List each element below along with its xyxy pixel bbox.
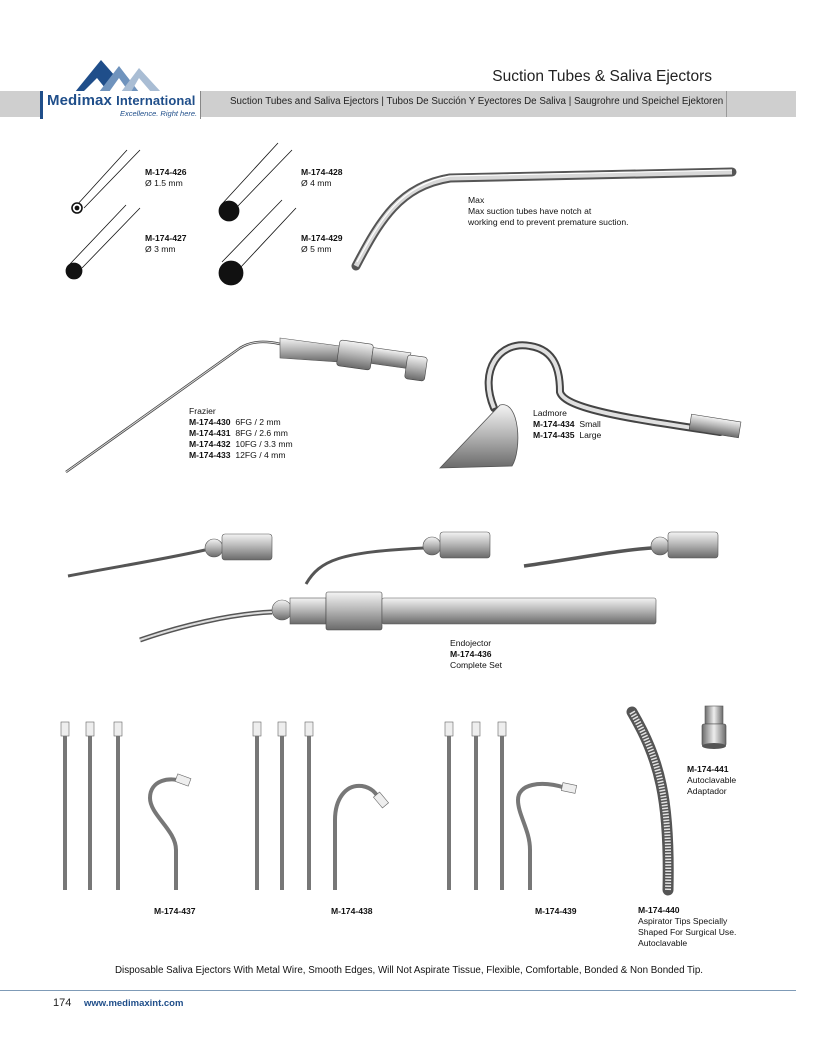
adaptor-label: M-174-441 Autoclavable Adaptador xyxy=(687,764,737,796)
brand-tagline: Excellence. Right here. xyxy=(120,109,198,118)
suction-tip-small-1 xyxy=(67,533,273,578)
endojector-label: Endojector M-174-436 Complete Set xyxy=(450,638,503,670)
medimax-logo-icon xyxy=(75,60,161,92)
ejector-code-438: M-174-438 xyxy=(331,906,373,916)
max-label: Max Max suction tubes have notch at work… xyxy=(468,195,629,227)
ejector-set-439 xyxy=(444,721,578,890)
tip-label-427: M-174-427 Ø 3 mm xyxy=(145,233,187,254)
suction-tip-small-3 xyxy=(523,531,719,568)
frazier-label: Frazier M-174-430 6FG / 2 mm M-174-431 8… xyxy=(189,406,293,460)
ejector-code-439: M-174-439 xyxy=(535,906,577,916)
ejector-code-437: M-174-437 xyxy=(154,906,196,916)
brand-name: Medimax International xyxy=(47,92,195,109)
tip-label-428: M-174-428 Ø 4 mm xyxy=(301,167,343,188)
page-caption: Disposable Saliva Ejectors With Metal Wi… xyxy=(114,965,704,976)
tip-diagram-428 xyxy=(218,142,293,222)
suction-tip-small-2 xyxy=(304,531,491,585)
tip-diagram-427 xyxy=(65,204,141,280)
frazier-suction-tube xyxy=(65,337,428,474)
brand-accent xyxy=(40,91,43,119)
tip-diagram-426 xyxy=(71,149,141,214)
brand-suffix: International xyxy=(116,93,196,108)
header-subtitle: Suction Tubes and Saliva Ejectors | Tubo… xyxy=(230,96,724,107)
brand-main: Medimax xyxy=(47,92,112,109)
endojector-handle xyxy=(139,591,657,643)
page-title: Suction Tubes & Saliva Ejectors xyxy=(492,68,712,85)
band-divider xyxy=(726,91,727,117)
page-number: 174 xyxy=(53,997,72,1009)
ejector-set-438 xyxy=(252,721,389,890)
tip-label-429: M-174-429 Ø 5 mm xyxy=(301,233,343,254)
max-suction-tube xyxy=(351,167,737,271)
tip-label-426: M-174-426 Ø 1.5 mm xyxy=(145,167,187,188)
ejector-set-437 xyxy=(60,721,192,890)
ladmore-label: Ladmore M-174-434 Small M-174-435 Large xyxy=(533,408,602,440)
footer-divider xyxy=(0,990,796,991)
aspirator-tip xyxy=(626,706,674,896)
adaptor xyxy=(701,705,727,749)
ladmore-suction-tube xyxy=(439,341,742,469)
footer-url[interactable]: www.medimaxint.com xyxy=(84,998,184,1009)
brand-box xyxy=(40,91,201,119)
tip-diagram-429 xyxy=(218,199,297,286)
aspirator-label: M-174-440 Aspirator Tips Specially Shape… xyxy=(638,905,737,948)
